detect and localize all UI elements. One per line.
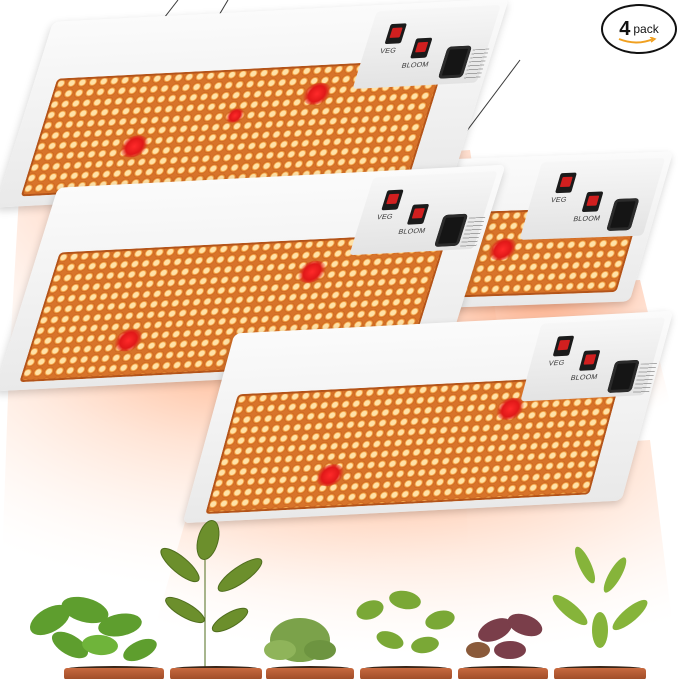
control-box: VEG BLOOM <box>352 4 501 89</box>
purple-leaf-plant <box>466 613 543 659</box>
tall-leafy-plant <box>160 520 263 670</box>
red-led-cluster <box>312 463 348 487</box>
bloom-switch[interactable] <box>410 37 433 59</box>
plant-pot <box>266 666 354 679</box>
plant-pot <box>170 666 262 679</box>
veg-switch[interactable] <box>384 23 408 45</box>
control-box: VEG BLOOM <box>520 317 666 402</box>
veg-switch[interactable] <box>552 335 575 357</box>
plant-pot <box>458 666 548 679</box>
bloom-switch[interactable] <box>578 350 601 371</box>
control-box: VEG BLOOM <box>349 170 498 256</box>
red-led-cluster <box>110 328 147 352</box>
veg-label: VEG <box>375 213 394 222</box>
veg-label: VEG <box>379 47 397 56</box>
red-led-cluster <box>299 82 335 106</box>
plant-pot <box>64 666 164 679</box>
control-box: VEG BLOOM <box>519 157 666 240</box>
bloom-label: BLOOM <box>397 227 427 237</box>
bloom-label: BLOOM <box>400 61 430 70</box>
smile-arrow-icon <box>618 37 657 44</box>
plant-pot <box>554 666 646 679</box>
power-socket <box>606 198 640 231</box>
veg-label: VEG <box>547 359 566 368</box>
bloom-label: BLOOM <box>572 215 601 224</box>
red-led-cluster <box>485 237 521 261</box>
red-led-cluster <box>116 134 153 159</box>
bloom-switch[interactable] <box>406 203 430 225</box>
pack-count-badge: 4 pack <box>601 4 677 54</box>
pack-word: pack <box>633 22 659 36</box>
plant-pot <box>360 666 452 679</box>
mint-plant <box>552 546 648 648</box>
bloom-switch[interactable] <box>581 191 604 213</box>
bloom-label: BLOOM <box>569 373 599 383</box>
herb-plant <box>356 590 455 654</box>
red-led-cluster <box>294 260 330 284</box>
pack-count: 4 <box>619 17 631 40</box>
veg-label: VEG <box>549 196 568 205</box>
basil-plant <box>30 596 157 662</box>
grow-light-panel-bottom: VEG BLOOM <box>182 310 674 524</box>
red-led-cluster <box>223 108 247 124</box>
potted-plants <box>30 520 648 670</box>
veg-switch[interactable] <box>381 189 404 211</box>
thyme-plant <box>264 618 336 662</box>
veg-switch[interactable] <box>554 172 577 194</box>
